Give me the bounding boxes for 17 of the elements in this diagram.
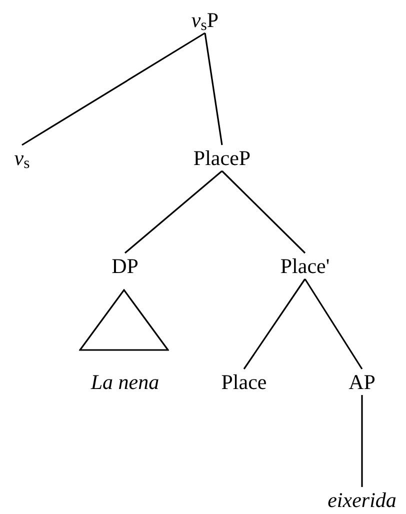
tree-branch xyxy=(124,170,223,254)
tree-branch xyxy=(22,32,206,146)
node-label: Place' xyxy=(280,256,330,276)
node-label: DP xyxy=(112,256,138,276)
node-label: AP xyxy=(348,372,376,392)
tree-branch xyxy=(304,278,363,370)
tree-branch xyxy=(221,170,306,254)
node-label: Place xyxy=(221,372,267,392)
node-label: v$_{s}$P xyxy=(191,10,219,30)
node-label: La nena xyxy=(90,372,160,392)
tree-branch xyxy=(243,278,306,370)
tree-branch xyxy=(361,395,363,487)
node-label: v$_{s}$ xyxy=(14,148,30,168)
tree-branch xyxy=(204,32,223,146)
triangle-symbol xyxy=(79,289,169,351)
node-label: PlaceP xyxy=(193,148,251,168)
node-label: eixerida xyxy=(328,490,396,510)
